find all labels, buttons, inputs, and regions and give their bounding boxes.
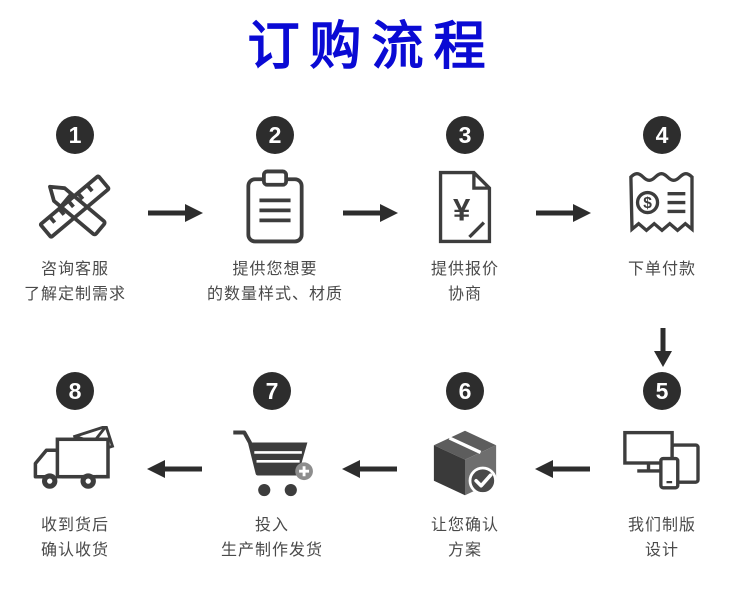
step-label: 下单付款 bbox=[627, 261, 696, 278]
step-label: 咨询客服 了解定制需求 bbox=[23, 261, 126, 303]
step-number-badge: 1 bbox=[56, 116, 94, 154]
step-label: 我们制版 设计 bbox=[627, 517, 696, 559]
price-quote-document-icon: ¥ bbox=[432, 164, 498, 250]
svg-text:$: $ bbox=[643, 195, 652, 212]
svg-text:¥: ¥ bbox=[453, 192, 471, 227]
arrow-down-icon bbox=[650, 326, 676, 368]
step-7: 7 投入 生产制作发货 bbox=[182, 372, 362, 564]
design-tools-icon bbox=[31, 164, 119, 250]
page-title: 订购流程 bbox=[247, 18, 496, 76]
payment-receipt-icon: $ bbox=[625, 164, 699, 250]
step-8: 8 收到货后 确认收货 bbox=[0, 372, 165, 564]
step-number-badge: 8 bbox=[56, 372, 94, 410]
step-number-badge: 6 bbox=[446, 372, 484, 410]
clipboard-icon bbox=[240, 164, 310, 250]
arrow-left-icon bbox=[146, 456, 204, 482]
step-1: 1 咨询客服 了解定制需求 bbox=[0, 116, 165, 308]
arrow-right-icon bbox=[341, 200, 399, 226]
step-label: 投入 生产制作发货 bbox=[220, 517, 323, 559]
step-label: 提供您想要 的数量样式、材质 bbox=[206, 261, 343, 303]
step-label: 收到货后 确认收货 bbox=[40, 517, 109, 559]
step-number-badge: 3 bbox=[446, 116, 484, 154]
design-devices-icon bbox=[621, 420, 703, 506]
arrow-right-icon bbox=[146, 200, 204, 226]
package-confirm-icon bbox=[425, 420, 505, 506]
step-label: 提供报价 协商 bbox=[430, 261, 499, 303]
arrow-left-icon bbox=[534, 456, 592, 482]
step-number-badge: 2 bbox=[256, 116, 294, 154]
step-5: 5 我们制版 设计 bbox=[572, 372, 743, 564]
step-number-badge: 5 bbox=[643, 372, 681, 410]
delivery-truck-icon bbox=[31, 420, 119, 506]
step-label: 让您确认 方案 bbox=[430, 517, 499, 559]
shopping-cart-icon bbox=[231, 420, 313, 506]
step-2: 2 提供您想要 的数量样式、材质 bbox=[185, 116, 365, 308]
arrow-right-icon bbox=[534, 200, 592, 226]
step-number-badge: 4 bbox=[643, 116, 681, 154]
step-4: 4 $ 下单付款 bbox=[572, 116, 743, 283]
step-3: 3 ¥ 提供报价 协商 bbox=[375, 116, 555, 308]
step-6: 6 让您确认 方案 bbox=[375, 372, 555, 564]
arrow-left-icon bbox=[341, 456, 399, 482]
step-number-badge: 7 bbox=[253, 372, 291, 410]
